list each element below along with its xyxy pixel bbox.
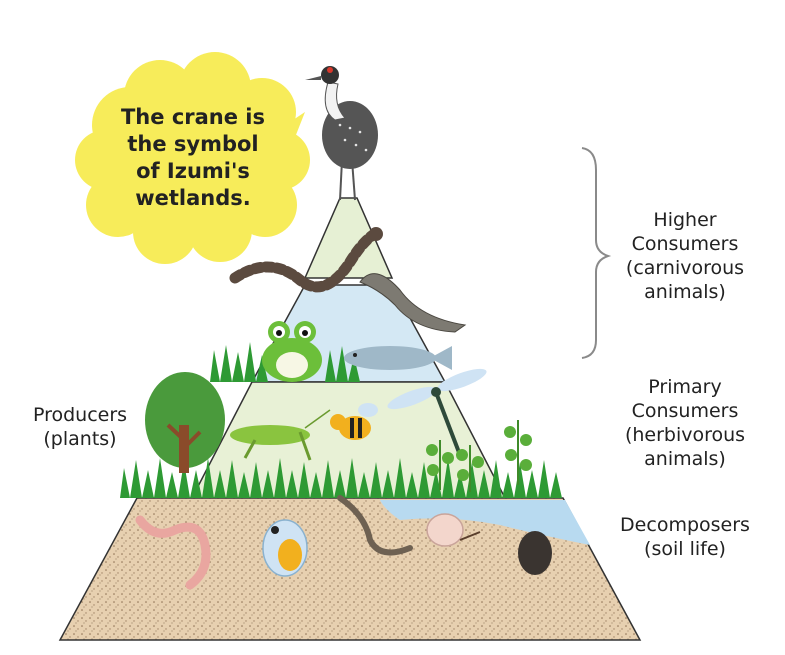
grasshopper-icon (230, 409, 331, 461)
primary-line-3: (herbivorous (624, 424, 746, 446)
higher-consumers-bracket (581, 147, 612, 359)
tree-icon (145, 372, 225, 473)
pill-bug-icon (518, 531, 552, 575)
tier-top-carnivores (303, 197, 394, 279)
decomposers-line-2: (soil life) (644, 538, 726, 560)
speech-bubble-text: The crane is the symbol of Izumi's wetla… (100, 104, 286, 212)
primary-line-4: animals) (644, 448, 726, 470)
eel-icon (359, 273, 467, 333)
fish-icon (344, 346, 452, 370)
bubble-line-1: The crane is (120, 105, 265, 129)
bubble-line-4: wetlands. (135, 186, 251, 210)
snake-icon (229, 226, 384, 293)
decomposers-label: Decomposers (soil life) (600, 513, 770, 561)
higher-line-3: (carnivorous (625, 257, 745, 279)
higher-line-4: animals) (644, 281, 726, 303)
snail-icon (426, 513, 481, 547)
producers-line-2: (plants) (43, 428, 117, 450)
higher-line-1: Higher (653, 209, 717, 231)
higher-consumers-label: Higher Consumers (carnivorous animals) (610, 208, 760, 304)
dragonfly-icon (387, 368, 487, 456)
bubble-line-2: the symbol (127, 132, 259, 156)
grass-strip-bottom (120, 458, 562, 498)
bubble-line-3: of Izumi's (136, 159, 250, 183)
higher-line-2: Consumers (631, 233, 739, 255)
bee-icon (330, 403, 378, 440)
producers-line-1: Producers (32, 404, 128, 426)
decomposers-line-1: Decomposers (620, 514, 750, 536)
primary-consumers-label: Primary Consumers (herbivorous animals) (610, 375, 760, 471)
lizard-icon (337, 495, 413, 556)
frog-icon (262, 321, 322, 382)
speech-bubble (75, 52, 310, 264)
earthworm-icon (135, 515, 211, 590)
primary-line-1: Primary (648, 376, 722, 398)
crane-icon (305, 66, 378, 201)
primary-line-2: Consumers (631, 400, 739, 422)
producers-label: Producers (plants) (20, 403, 140, 451)
plant-icon (426, 420, 532, 492)
grass-strip-middle (210, 342, 360, 382)
water-flea-icon (262, 519, 308, 577)
